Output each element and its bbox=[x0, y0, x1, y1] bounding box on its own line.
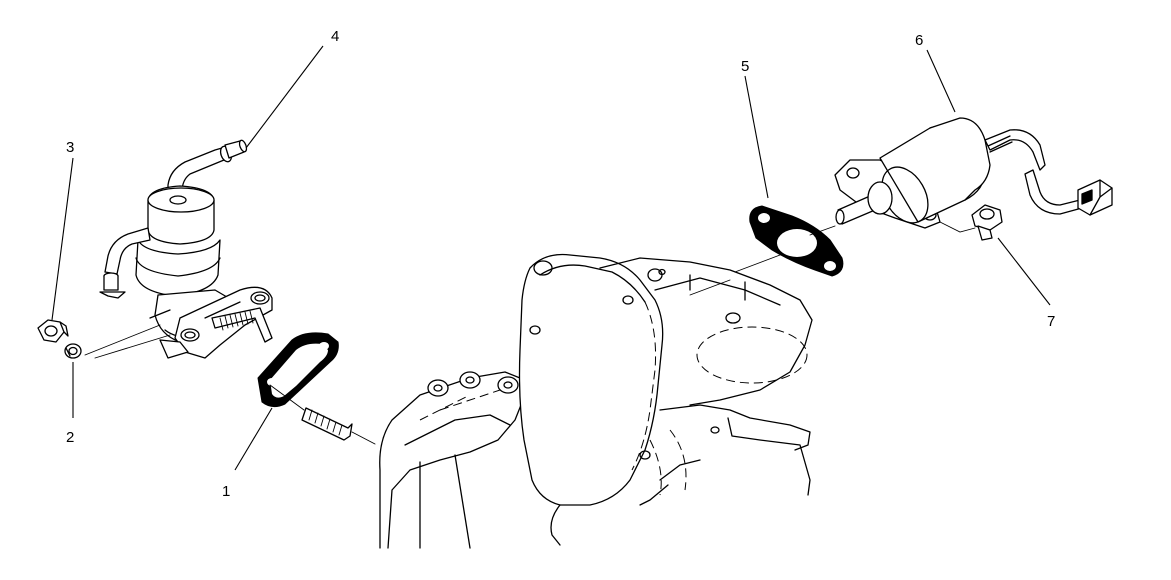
nut-part bbox=[37, 319, 69, 343]
mounting-stud bbox=[269, 384, 376, 445]
callout-labels: 1 2 3 4 5 6 7 bbox=[66, 28, 1055, 500]
callout-1: 1 bbox=[222, 483, 230, 500]
solenoid-gasket bbox=[749, 205, 844, 277]
callout-5: 5 bbox=[741, 58, 749, 75]
callout-4: 4 bbox=[331, 28, 339, 45]
engine-block bbox=[379, 253, 813, 549]
fuel-shutoff-solenoid bbox=[834, 117, 1113, 233]
callout-3: 3 bbox=[66, 139, 74, 156]
banjo-fitting bbox=[971, 204, 1003, 241]
callout-7: 7 bbox=[1047, 313, 1055, 330]
fuel-pump-assembly bbox=[84, 139, 273, 359]
fuel-pump-gasket bbox=[257, 332, 339, 408]
callout-leaders bbox=[51, 45, 1051, 471]
callout-2: 2 bbox=[66, 429, 74, 446]
callout-6: 6 bbox=[915, 32, 923, 49]
lock-washer-part bbox=[64, 343, 82, 359]
